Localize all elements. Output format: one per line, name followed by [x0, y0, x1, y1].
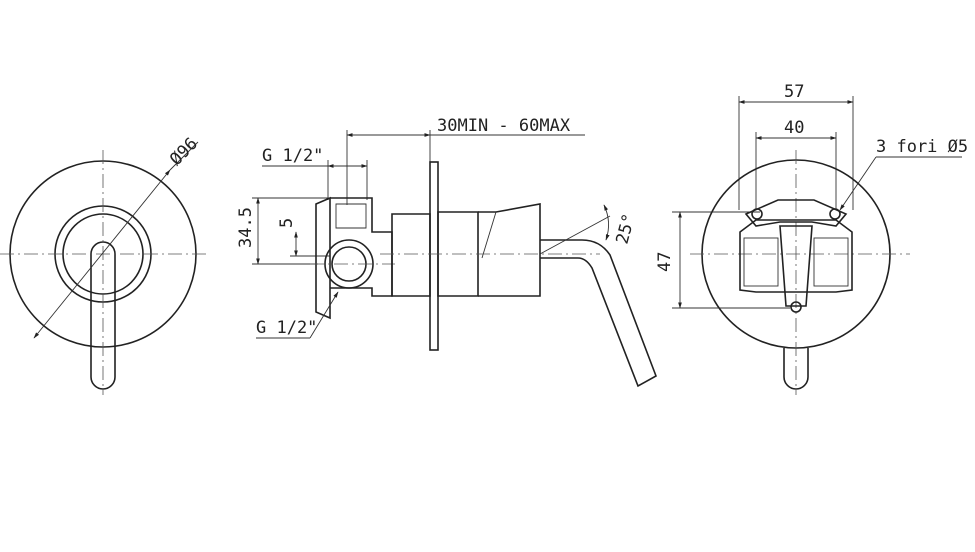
front-diameter-leader: [169, 141, 199, 171]
rear-height-label: 47: [655, 252, 675, 272]
rear-hole-left: [751, 208, 763, 220]
front-diameter-label: Ø96: [166, 134, 202, 170]
rear-valve-body: [739, 219, 853, 293]
side-handle-facet: [481, 211, 497, 259]
side-top-inlet: [335, 203, 367, 229]
rear-left-port: [743, 237, 779, 287]
rear-mount-leg: [779, 225, 813, 307]
side-valve-body: [330, 197, 393, 297]
rear-holes-label: 3 fori Ø5: [876, 137, 968, 157]
front-diameter-dimension: [33, 169, 171, 339]
side-angle-arc: [603, 204, 610, 241]
side-angle-line: [539, 215, 611, 255]
side-body-sleeve: [391, 213, 431, 297]
rear-view: 57 40 3 fori Ø5 47: [655, 82, 968, 395]
side-depth-label: 30MIN - 60MAX: [437, 116, 571, 136]
rear-width-outer-label: 57: [784, 82, 804, 102]
side-height-label: 34.5: [236, 207, 256, 248]
side-inlet-top-label: G 1/2": [262, 146, 323, 166]
side-offset-label: 5: [277, 218, 297, 228]
side-mount-bracket: [315, 196, 331, 320]
rear-mount-flange: [744, 199, 848, 227]
rear-hole-right: [829, 208, 841, 220]
front-view: Ø96: [0, 134, 210, 395]
side-view: 30MIN - 60MAX G 1/2" 34.5 5 G 1/2": [236, 116, 657, 388]
side-angle-label: 25°: [613, 211, 640, 246]
side-wall-plate: [429, 161, 439, 351]
side-bottom-inlet-outer: [324, 239, 374, 289]
side-inlet-bottom-leader: [309, 291, 339, 339]
rear-width-inner-label: 40: [784, 118, 804, 138]
side-inlet-bottom-label: G 1/2": [256, 318, 317, 338]
rear-hole-bottom: [790, 301, 802, 313]
side-handle-cap: [478, 203, 541, 297]
rear-right-port: [813, 237, 849, 287]
rear-lever-stub: [783, 348, 809, 390]
side-lever: [540, 239, 657, 388]
